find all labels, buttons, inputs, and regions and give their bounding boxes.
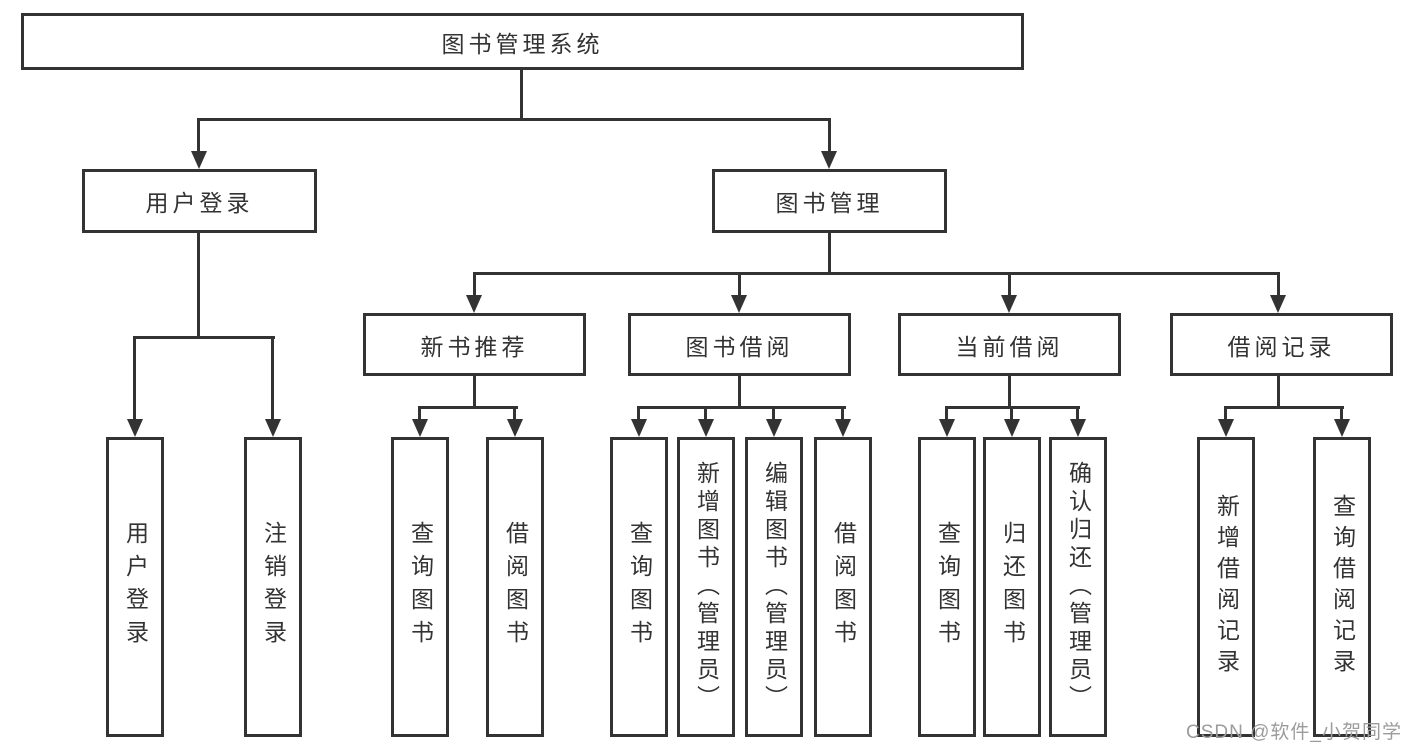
arrowhead-down-icon <box>1070 419 1086 437</box>
leaf-label: 归还图书 <box>999 521 1026 653</box>
leaf-label: 查询图书 <box>407 521 434 653</box>
arrowhead-down-icon <box>1218 419 1234 437</box>
connector-line <box>1008 376 1011 409</box>
connector-line <box>197 121 200 153</box>
connector-line <box>473 272 1280 275</box>
node-borrowing-records: 借阅记录 <box>1170 313 1393 376</box>
connector-line <box>133 339 136 421</box>
leaf-label: 查询图书 <box>934 521 961 653</box>
leaf-label: 用户登录 <box>122 521 149 653</box>
leaf-add-books-admin: 新增图书（管理员） <box>677 437 735 737</box>
leaf-label: 查询借阅记录 <box>1329 494 1356 680</box>
connector-line <box>1224 406 1344 409</box>
connector-line <box>1224 409 1227 421</box>
arrowhead-down-icon <box>265 419 281 437</box>
connector-line <box>945 409 948 421</box>
connector-line <box>637 409 640 421</box>
csdn-watermark: CSDN @软件_小贺同学 <box>1186 722 1402 743</box>
node-user-login: 用户登录 <box>82 169 317 233</box>
leaf-borrow-books-2: 借阅图书 <box>814 437 872 737</box>
connector-line <box>772 409 775 421</box>
leaf-confirm-return-admin: 确认归还（管理员） <box>1049 437 1107 737</box>
connector-line <box>271 339 274 421</box>
leaf-query-borrow-record: 查询借阅记录 <box>1313 437 1371 737</box>
connector-line <box>841 409 844 421</box>
leaf-label: 注销登录 <box>260 521 287 653</box>
connector-line <box>473 275 476 297</box>
connector-line <box>1340 409 1343 421</box>
node-current-borrowing: 当前借阅 <box>898 313 1121 376</box>
connector-line <box>473 376 476 409</box>
arrowhead-down-icon <box>127 419 143 437</box>
arrowhead-down-icon <box>631 419 647 437</box>
connector-line <box>828 233 831 274</box>
leaf-user-login: 用户登录 <box>106 437 164 737</box>
leaf-query-books-2: 查询图书 <box>610 437 668 737</box>
arrowhead-down-icon <box>466 295 482 313</box>
arrowhead-down-icon <box>1270 295 1286 313</box>
arrowhead-down-icon <box>1004 419 1020 437</box>
arrowhead-down-icon <box>821 151 837 169</box>
connector-line <box>738 376 741 409</box>
leaf-logout: 注销登录 <box>244 437 302 737</box>
arrowhead-down-icon <box>766 419 782 437</box>
node-book-management: 图书管理 <box>712 169 947 233</box>
arrowhead-down-icon <box>1001 295 1017 313</box>
arrowhead-down-icon <box>191 151 207 169</box>
leaf-borrow-books-1: 借阅图书 <box>486 437 544 737</box>
connector-line <box>418 409 421 421</box>
arrowhead-down-icon <box>507 419 523 437</box>
connector-line <box>1010 409 1013 421</box>
leaf-query-books-3: 查询图书 <box>918 437 976 737</box>
leaf-edit-books-admin: 编辑图书（管理员） <box>745 437 803 737</box>
connector-line <box>1277 275 1280 297</box>
connector-line <box>520 70 523 118</box>
connector-line <box>704 409 707 421</box>
connector-line <box>197 118 831 121</box>
leaf-label: 新增借阅记录 <box>1213 494 1240 680</box>
arrowhead-down-icon <box>1334 419 1350 437</box>
leaf-add-borrow-record: 新增借阅记录 <box>1197 437 1255 737</box>
leaf-return-books: 归还图书 <box>983 437 1041 737</box>
connector-line <box>738 275 741 297</box>
leaf-label: 新增图书（管理员） <box>693 461 720 713</box>
leaf-label: 借阅图书 <box>502 521 529 653</box>
connector-line <box>1277 376 1280 409</box>
connector-line <box>418 406 518 409</box>
connector-line <box>513 409 516 421</box>
leaf-label: 借阅图书 <box>830 521 857 653</box>
arrowhead-down-icon <box>731 295 747 313</box>
node-root: 图书管理系统 <box>21 13 1024 70</box>
leaf-label: 编辑图书（管理员） <box>761 461 788 713</box>
arrowhead-down-icon <box>698 419 714 437</box>
connector-line <box>1008 275 1011 297</box>
leaf-query-books-1: 查询图书 <box>391 437 449 737</box>
connector-line <box>637 406 846 409</box>
connector-line <box>828 121 831 153</box>
connector-line <box>945 406 1080 409</box>
connector-line <box>1076 409 1079 421</box>
node-book-borrowing: 图书借阅 <box>628 313 851 376</box>
connector-line <box>197 233 200 337</box>
arrowhead-down-icon <box>835 419 851 437</box>
arrowhead-down-icon <box>412 419 428 437</box>
arrowhead-down-icon <box>939 419 955 437</box>
node-new-book-recommend: 新书推荐 <box>363 313 586 376</box>
leaf-label: 确认归还（管理员） <box>1065 461 1092 713</box>
leaf-label: 查询图书 <box>626 521 653 653</box>
connector-line <box>133 336 275 339</box>
